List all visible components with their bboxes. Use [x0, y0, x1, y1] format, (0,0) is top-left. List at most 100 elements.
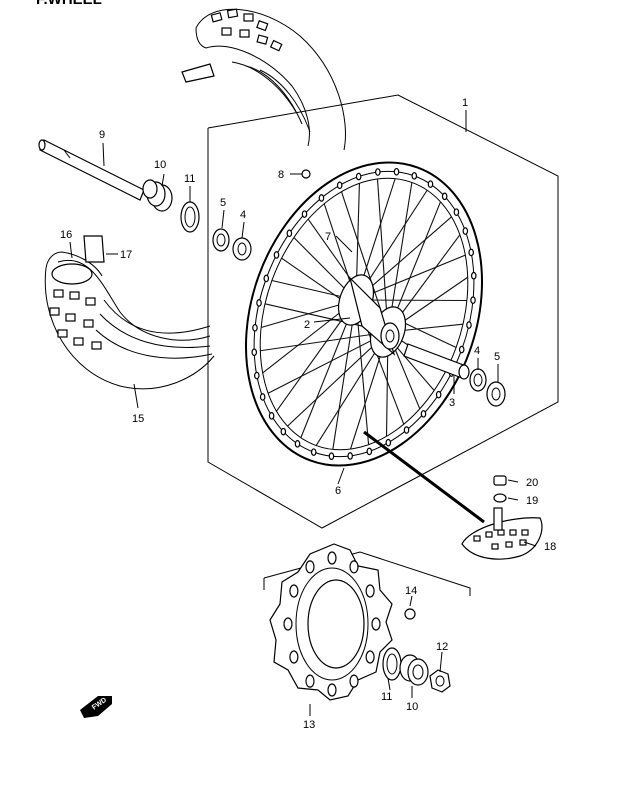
- rim-hole: [462, 227, 469, 235]
- callout-4-left: 4: [240, 209, 246, 221]
- disc-vent-hole: [289, 584, 299, 598]
- callout-7: 7: [325, 231, 331, 243]
- rim-hole: [441, 192, 448, 201]
- rim-hole: [375, 168, 381, 176]
- disc-vent-hole: [349, 560, 359, 574]
- disc-bolt: [404, 608, 416, 620]
- disc-vent-hole: [283, 617, 293, 631]
- rim-hole: [470, 271, 477, 280]
- spoke: [376, 178, 389, 333]
- rim-hole: [403, 426, 410, 434]
- valve-nut: [493, 493, 507, 503]
- left-bearing-set: [212, 228, 252, 261]
- rim-hole: [347, 452, 353, 460]
- disc-vent-hole: [349, 674, 359, 688]
- rim-hole: [458, 345, 465, 354]
- rim-hole: [468, 248, 474, 257]
- rim-hole: [453, 208, 460, 216]
- callout-6: 6: [335, 485, 341, 497]
- rim-hole: [411, 172, 418, 180]
- callout-11-upper: 11: [184, 173, 195, 185]
- callout-2: 2: [304, 319, 310, 331]
- rim-hole: [259, 393, 266, 401]
- axle-nut: [429, 669, 451, 693]
- rim-hole: [355, 172, 362, 181]
- front-axle: [38, 139, 145, 201]
- leader-lines: [69, 110, 537, 716]
- spoke: [267, 331, 389, 394]
- rim-hole: [336, 181, 343, 190]
- rim-hole: [466, 321, 472, 329]
- disc-vent-hole: [365, 584, 375, 598]
- rim-hole: [385, 438, 392, 447]
- rim-hole: [310, 448, 317, 456]
- callout-10-upper: 10: [154, 159, 166, 171]
- front-wheel: [245, 161, 483, 467]
- callout-16: 16: [60, 229, 72, 241]
- spoke: [355, 299, 467, 302]
- callout-4-right: 4: [474, 345, 480, 357]
- rim-hole: [328, 452, 335, 461]
- callout-13: 13: [303, 719, 315, 731]
- rim-hole: [318, 194, 325, 202]
- disc-vent-hole: [327, 551, 337, 565]
- rim-hole: [286, 229, 293, 238]
- rim-hole: [435, 390, 442, 399]
- rim-hole: [256, 299, 262, 307]
- axle-collar-lower: [399, 654, 429, 686]
- callout-8: 8: [278, 169, 284, 181]
- callout-10-lower: 10: [406, 701, 418, 713]
- disc-vent-hole: [371, 617, 381, 631]
- disc-vent-holes: [283, 551, 381, 697]
- callout-18: 18: [544, 541, 556, 553]
- spoke: [260, 331, 389, 352]
- callout-9: 9: [99, 129, 105, 141]
- disc-vent-hole: [365, 650, 375, 664]
- rim-hole: [263, 274, 270, 283]
- rim-hole: [251, 348, 258, 357]
- brake-disc: [269, 543, 393, 701]
- disc-vent-hole: [289, 650, 299, 664]
- rim-hole: [280, 427, 287, 436]
- rim-hole: [301, 210, 308, 218]
- rim-hole: [366, 447, 373, 456]
- callout-11-lower: 11: [381, 691, 392, 703]
- rim-hole: [273, 251, 280, 259]
- valve-leader: [363, 430, 485, 524]
- inner-tube: [461, 517, 543, 560]
- rim-hole: [254, 371, 260, 380]
- assembly-frame: [207, 94, 559, 529]
- callout-1: 1: [462, 97, 468, 109]
- fwd-arrow-icon: FWD: [80, 696, 112, 718]
- rim-hole: [420, 410, 427, 418]
- callout-15: 15: [132, 413, 144, 425]
- callout-labels: 1 2 3 4 4 5 5 6 7 8 9 10 10 11 11 12 13 …: [60, 97, 556, 731]
- callout-12: 12: [436, 641, 448, 653]
- callout-17: 17: [120, 249, 132, 261]
- callout-5-left: 5: [220, 197, 226, 209]
- right-bearing-set: [469, 368, 506, 407]
- rim-hole: [252, 324, 258, 332]
- callout-5-right: 5: [494, 351, 500, 363]
- axle-collar-upper: [142, 179, 173, 212]
- callout-20: 20: [526, 477, 538, 489]
- diagram-title: F.WHEEL: [36, 0, 102, 8]
- callout-14: 14: [405, 585, 417, 597]
- dust-seal-lower: [382, 647, 402, 681]
- disc-vent-hole: [305, 560, 315, 574]
- rim-hole: [427, 180, 434, 188]
- valve-cap: [493, 475, 507, 486]
- callout-3: 3: [449, 397, 455, 409]
- callout-19: 19: [526, 495, 538, 507]
- spoke-nipple: [301, 169, 311, 179]
- rim-hole: [268, 412, 275, 420]
- tire-lower: [44, 235, 215, 390]
- valve-stem: [493, 507, 503, 531]
- spoke: [355, 254, 466, 301]
- rim-hole: [470, 296, 476, 304]
- dust-seal-upper: [180, 201, 200, 233]
- disc-vent-hole: [305, 674, 315, 688]
- tire-upper: [181, 8, 346, 151]
- rim-hole: [294, 440, 301, 448]
